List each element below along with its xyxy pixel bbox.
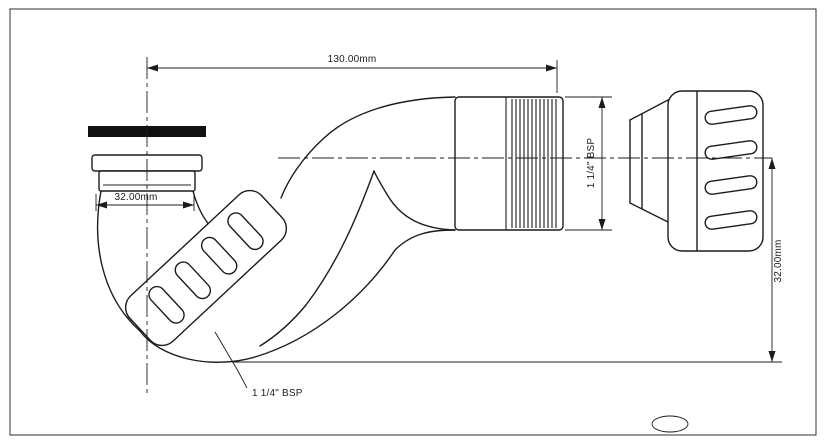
- dim-overall-length-label: 130.00mm: [328, 54, 377, 65]
- inlet-inner-wall: [192, 190, 212, 228]
- compression-nut-grip-slot: [704, 105, 758, 125]
- threaded-outlet: [454, 96, 564, 231]
- dim-overall-length: 130.00mm: [147, 54, 558, 93]
- swivel-nut-grip-slot: [148, 285, 185, 324]
- revision-oval: [651, 415, 689, 433]
- inlet-outer-wall: [96, 190, 141, 332]
- compression-nut-body: [667, 90, 764, 252]
- inlet-thread-callout: 1 1/4" BSP: [214, 331, 303, 399]
- swivel-nut-grip-slot: [200, 236, 238, 275]
- cone-bottom-edge: [629, 202, 669, 223]
- compression-nut-grip-slot: [704, 175, 758, 195]
- compression-nut-grip-slot: [704, 210, 758, 230]
- dim-seal-depth: 32.00mm: [232, 158, 784, 363]
- dim-seal-depth-label: 32.00mm: [773, 239, 784, 282]
- swivel-nut-grip-slot: [227, 212, 264, 251]
- thread-lines: [511, 99, 557, 228]
- cone-top-edge: [629, 99, 669, 121]
- swivel-nut-grip-slot: [174, 261, 212, 300]
- outlet-top-wall: [280, 96, 456, 199]
- compression-nut-grip-slot: [704, 140, 758, 160]
- dim-inlet-size: 32.00mm: [95, 192, 195, 211]
- swivel-nut-body: [124, 189, 288, 347]
- leader-line: [214, 331, 248, 389]
- outlet-body: [454, 96, 564, 231]
- trap-body: [96, 96, 456, 363]
- dim-outlet-thread: 1 1/4" BSP: [565, 96, 612, 231]
- compression-nut: [667, 90, 764, 252]
- taper-cone: [629, 99, 669, 223]
- dim-inlet-size-label: 32.00mm: [114, 192, 157, 203]
- dim-outlet-thread-label: 1 1/4" BSP: [586, 138, 597, 189]
- swivel-nut: [124, 189, 288, 347]
- inlet-thread-label: 1 1/4" BSP: [252, 388, 303, 399]
- trap-bottom-outer-wall: [139, 229, 456, 363]
- drawing-border: [9, 8, 817, 436]
- outlet-inner-corner: [373, 170, 456, 231]
- trap-inner-wall: [259, 170, 375, 347]
